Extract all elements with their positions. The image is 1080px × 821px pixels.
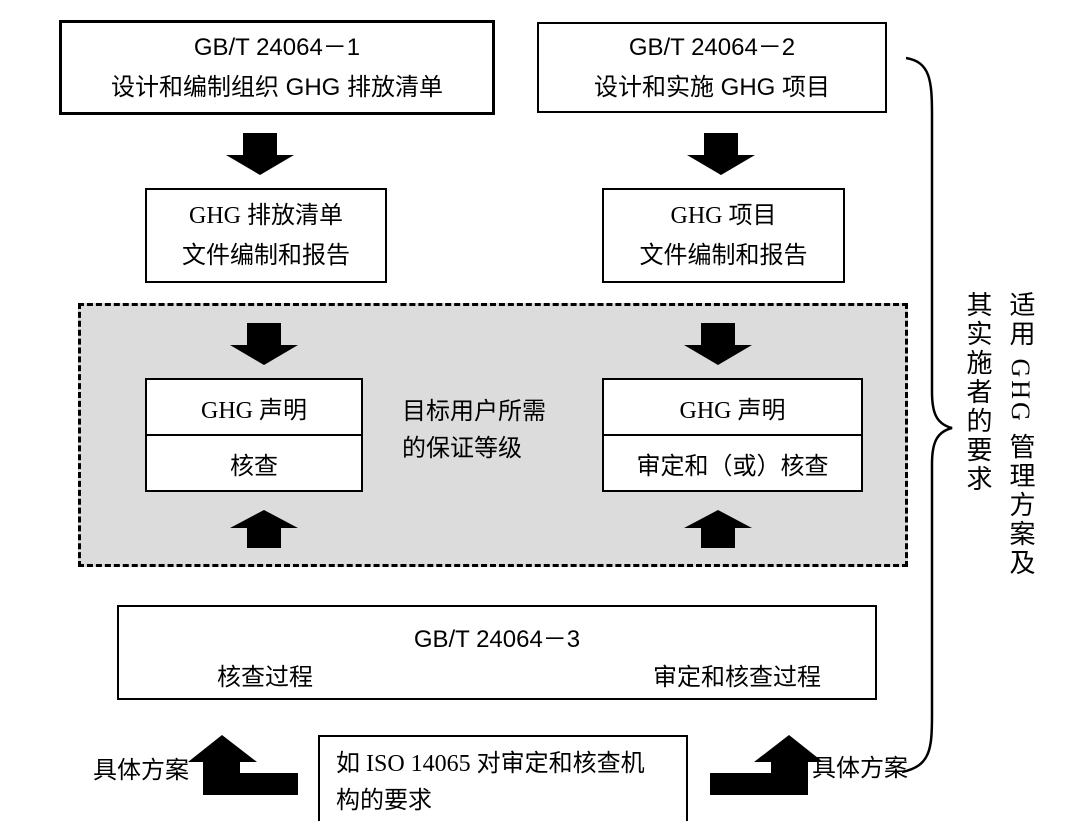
- assurance-level-label: 目标用户所需 的保证等级: [402, 394, 546, 468]
- project-doc-line2: 文件编制和报告: [639, 242, 808, 269]
- assurance-level-line1: 目标用户所需: [402, 399, 546, 425]
- curly-brace-icon: [901, 56, 953, 774]
- up-arrow-icon: [230, 510, 298, 548]
- box-gbt24064-1-title: GB/T 24064－1: [193, 33, 361, 61]
- validation-or-verification-label: 审定和（或）核查: [636, 453, 829, 480]
- box-gbt24064-2: GB/T 24064－2 设计和实施 GHG 项目: [537, 22, 887, 113]
- ghg-statement-label: GHG 声明: [147, 380, 361, 436]
- box-ghg-statement-verification: GHG 声明 核查: [145, 378, 363, 492]
- iso14065-line2: 构的要求: [336, 788, 432, 814]
- box-gbt24064-2-subtitle: 设计和实施 GHG 项目: [593, 73, 830, 101]
- project-doc-line1: GHG 项目: [670, 202, 777, 229]
- side-note-outer-column: 适用 GHG 管理方案及: [1006, 291, 1035, 579]
- box-ghg-project-doc: GHG 项目 文件编制和报告: [602, 188, 845, 283]
- inventory-doc-line1: GHG 排放清单: [189, 202, 343, 229]
- iso14065-line1: 如 ISO 14065 对审定和核查机: [336, 751, 645, 777]
- box-ghg-inventory-doc: GHG 排放清单 文件编制和报告: [145, 188, 387, 283]
- verification-process-label: 核查过程: [217, 665, 313, 691]
- box-gbt24064-1-subtitle: 设计和编制组织 GHG 排放清单: [110, 73, 443, 101]
- down-arrow-icon: [687, 133, 755, 175]
- validation-verification-process-label: 审定和核查过程: [653, 665, 821, 691]
- assurance-level-line2: 的保证等级: [402, 436, 522, 462]
- down-arrow-icon: [226, 133, 294, 175]
- box-gbt24064-3: GB/T 24064－3 核查过程 审定和核查过程: [117, 605, 877, 700]
- up-arrow-icon: [684, 510, 752, 548]
- side-note-inner-column: 其实施者的要求: [963, 291, 992, 494]
- verification-label: 核查: [230, 453, 278, 480]
- down-arrow-icon: [230, 323, 298, 365]
- elbow-up-arrow-left-icon: [188, 735, 298, 795]
- box-gbt24064-3-title: GB/T 24064－3: [413, 626, 581, 653]
- box-gbt24064-1: GB/T 24064－1 设计和编制组织 GHG 排放清单: [59, 20, 495, 115]
- ghg-statement-label: GHG 声明: [604, 380, 861, 436]
- box-iso14065: 如 ISO 14065 对审定和核查机 构的要求: [318, 735, 688, 821]
- inventory-doc-line2: 文件编制和报告: [182, 242, 350, 269]
- specific-scheme-left-label: 具体方案: [93, 758, 189, 784]
- specific-scheme-right-label: 具体方案: [812, 756, 908, 782]
- down-arrow-icon: [684, 323, 752, 365]
- box-ghg-statement-validation: GHG 声明 审定和（或）核查: [602, 378, 863, 492]
- elbow-up-arrow-right-icon: [710, 735, 823, 795]
- box-gbt24064-2-title: GB/T 24064－2: [628, 33, 796, 61]
